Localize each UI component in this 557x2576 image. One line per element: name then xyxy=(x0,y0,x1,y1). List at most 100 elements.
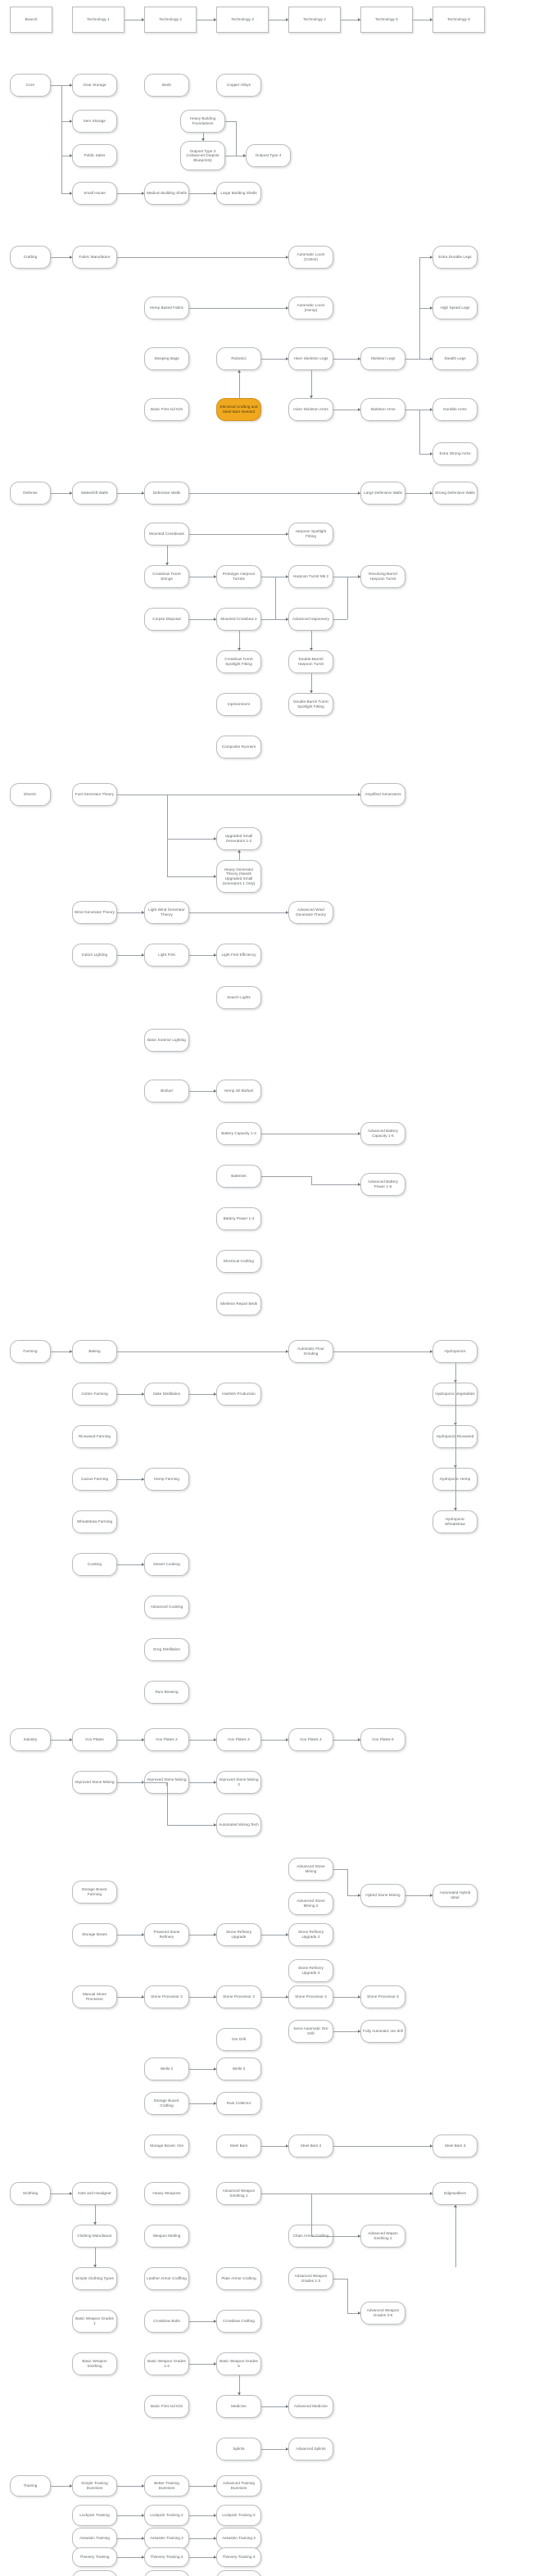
node-core-11[interactable]: Large Building Shells xyxy=(216,182,261,205)
node-electric-5[interactable]: Wind Generator Theory xyxy=(72,901,117,924)
node-industry-21[interactable]: Stone Processor 2 xyxy=(144,1985,189,2008)
node-farming-11[interactable]: Hemp Farming xyxy=(144,1468,189,1491)
node-electric-6[interactable]: Light Wind Generator Theory xyxy=(144,901,189,924)
node-electric-18[interactable]: Battery Power 1-4 xyxy=(216,1207,261,1230)
node-crafting-15[interactable]: Skeleton Arms xyxy=(360,398,405,421)
node-electric-2[interactable]: Amplified Generators xyxy=(360,783,405,806)
node-crafting-1[interactable]: Fabric Manufature xyxy=(72,246,117,269)
node-electric-1[interactable]: Fuel Generator Theory xyxy=(72,783,117,806)
node-smithing-5[interactable]: Clothing Manufature xyxy=(72,2225,117,2248)
node-industry-12[interactable]: Advanced Stone Mining 2 xyxy=(288,1892,333,1915)
node-training-9[interactable]: Assassin Training 3 xyxy=(216,2528,261,2549)
node-defense-10[interactable]: Revolving-Barrel Harpoon Turret xyxy=(360,565,405,588)
node-electric-15[interactable]: Battery Capacity 1-4 xyxy=(216,1122,261,1145)
node-smithing-23[interactable]: Splints xyxy=(216,2438,261,2461)
node-industry-30[interactable]: Storage Boxes: Crafting xyxy=(144,2092,189,2115)
node-electric-19[interactable]: Advanced Battery Power 1-6 xyxy=(360,1173,405,1196)
node-industry-22[interactable]: Stone Processor 3 xyxy=(216,1985,261,2008)
node-defense-1[interactable]: Makeshift Walls xyxy=(72,482,117,505)
node-industry-23[interactable]: Stone Processor 4 xyxy=(288,1985,333,2008)
node-core-0[interactable]: Core xyxy=(10,74,51,97)
node-defense-11[interactable]: Corpse Disposal xyxy=(144,608,189,631)
node-farming-4[interactable]: Cotton Farming xyxy=(72,1383,117,1406)
node-core-3[interactable]: Copper Alloys xyxy=(216,74,261,97)
node-farming-5[interactable]: Sake Distillation xyxy=(144,1383,189,1406)
node-smithing-3[interactable]: Advanced Weapon Smithing 1 xyxy=(216,2182,261,2205)
node-smithing-2[interactable]: Heavy Weapons xyxy=(144,2182,189,2205)
node-defense-13[interactable]: Advanced Hapoonery xyxy=(288,608,333,631)
node-electric-20[interactable]: Electrical Crafting xyxy=(216,1250,261,1273)
node-industry-35[interactable]: Steel Bars 3 xyxy=(432,2135,478,2157)
node-electric-17[interactable]: Batteries xyxy=(216,1165,261,1188)
node-farming-3[interactable]: Hydroponics xyxy=(432,1340,478,1363)
node-core-4[interactable]: Item Storage xyxy=(72,110,117,133)
node-farming-16[interactable]: Desert Cooking xyxy=(144,1553,189,1576)
legend-node-6[interactable]: Technology 6 xyxy=(432,7,485,33)
node-crafting-11[interactable]: Stealth Legs xyxy=(432,347,478,370)
node-crafting-8[interactable]: Robotics xyxy=(216,347,261,370)
node-farming-8[interactable]: Riceweed Farming xyxy=(72,1425,117,1448)
node-electric-12[interactable]: Basic Exterior Lighting xyxy=(144,1029,189,1052)
node-defense-12[interactable]: Mounted Crossbow 2 xyxy=(216,608,261,631)
node-industry-2[interactable]: Iron Plates 2 xyxy=(144,1728,189,1751)
node-defense-3[interactable]: Large Defensive Walls xyxy=(360,482,405,505)
node-smithing-12[interactable]: Advanced Weapon Grades 1-2 xyxy=(288,2267,333,2290)
node-electric-9[interactable]: Light First xyxy=(144,944,189,967)
node-crafting-16[interactable]: Durable Arms xyxy=(432,398,478,421)
node-industry-28[interactable]: Wells 2 xyxy=(144,2058,189,2080)
node-crafting-13[interactable]: Electrical Crafting and Steel Bars Neede… xyxy=(216,398,261,421)
node-defense-9[interactable]: Harpoon Turret Mk 2 xyxy=(288,565,333,588)
node-core-5[interactable]: Heavy Building Foundations xyxy=(180,110,225,133)
node-farming-17[interactable]: Advanced Cooking xyxy=(144,1596,189,1618)
node-industry-24[interactable]: Stone Processor 5 xyxy=(360,1985,405,2008)
node-training-1[interactable]: Simple Training Dummies xyxy=(72,2475,117,2497)
legend-node-2[interactable]: Technology 2 xyxy=(144,7,197,33)
node-smithing-9[interactable]: Simple Clothing Types xyxy=(72,2267,117,2290)
node-core-6[interactable]: Public Sales xyxy=(72,144,117,167)
legend-node-0[interactable]: Branch xyxy=(10,7,52,33)
node-smithing-6[interactable]: Weapon Melting xyxy=(144,2225,189,2248)
node-core-2[interactable]: Beds xyxy=(144,74,189,97)
node-farming-15[interactable]: Cooking xyxy=(72,1553,117,1576)
node-smithing-24[interactable]: Advanced Splints xyxy=(288,2438,333,2461)
node-industry-16[interactable]: Powered Stone Refinery xyxy=(144,1923,189,1946)
node-crafting-5[interactable]: Automatic Loom (Hemp) xyxy=(288,297,333,319)
node-industry-8[interactable]: Improved Stone Mining 3 xyxy=(216,1771,261,1794)
node-smithing-0[interactable]: Smithing xyxy=(10,2182,51,2205)
node-smithing-8[interactable]: Advanced Wapon Smithing 2 xyxy=(360,2225,405,2248)
node-crafting-7[interactable]: Sleeping Bags xyxy=(144,347,189,370)
node-industry-17[interactable]: Stone Refinery Upgrade xyxy=(216,1923,261,1946)
node-training-7[interactable]: Assassin Training xyxy=(72,2528,117,2549)
node-industry-1[interactable]: Iron Plates xyxy=(72,1728,117,1751)
node-farming-14[interactable]: Hydroponic Wheatstraw xyxy=(432,1510,478,1533)
node-defense-6[interactable]: Harpoon Spotlight Fitting xyxy=(288,523,333,546)
node-farming-18[interactable]: Grog Distillation xyxy=(144,1638,189,1661)
node-smithing-1[interactable]: Hats and Headgear xyxy=(72,2182,117,2205)
node-smithing-22[interactable]: Advanced Medicine xyxy=(288,2395,333,2418)
node-smithing-10[interactable]: Leather Armor Craffting xyxy=(144,2267,189,2290)
node-defense-5[interactable]: Mounted Crossbows xyxy=(144,523,189,546)
node-defense-0[interactable]: Defense xyxy=(10,482,51,505)
node-electric-7[interactable]: Advanced Wind Generator Theory xyxy=(288,901,333,924)
node-electric-8[interactable]: Indoor Lighting xyxy=(72,944,117,967)
node-smithing-19[interactable]: Basic Weapon Grades 5 xyxy=(216,2352,261,2375)
node-farming-13[interactable]: Wheatstraw Farming xyxy=(72,1510,117,1533)
node-industry-3[interactable]: Iron Plates 3 xyxy=(216,1728,261,1751)
node-industry-27[interactable]: Ore Drill xyxy=(216,2028,261,2051)
node-industry-29[interactable]: Wells 3 xyxy=(216,2058,261,2080)
node-electric-4[interactable]: Heavy Generator Theory (Needs Upgraded S… xyxy=(216,860,261,893)
node-industry-33[interactable]: Steel Bars xyxy=(216,2135,261,2157)
node-defense-7[interactable]: Crossbow Turret Strings xyxy=(144,565,189,588)
node-electric-3[interactable]: Upgraded Small Generators 1-2 xyxy=(216,827,261,850)
node-defense-17[interactable]: Double-Barrel Turret Spotlight Fitting xyxy=(288,693,333,716)
node-training-15[interactable]: Turret Training 3 xyxy=(216,2570,261,2576)
node-crafting-17[interactable]: Extra Strong Arms xyxy=(432,442,478,465)
node-defense-18[interactable]: Composite Runners xyxy=(216,736,261,758)
node-crafting-12[interactable]: Basic First Aid Kits xyxy=(144,398,189,421)
node-smithing-20[interactable]: Basic First Aid Kits xyxy=(144,2395,189,2418)
node-electric-14[interactable]: Hemp Oil Biofuel xyxy=(216,1080,261,1102)
node-farming-19[interactable]: Rum Brewing xyxy=(144,1681,189,1704)
node-defense-15[interactable]: Double-Barrell Harpoon Turret xyxy=(288,650,333,673)
node-training-4[interactable]: Lockpick Training xyxy=(72,2505,117,2526)
node-electric-13[interactable]: Biofuel xyxy=(144,1080,189,1102)
